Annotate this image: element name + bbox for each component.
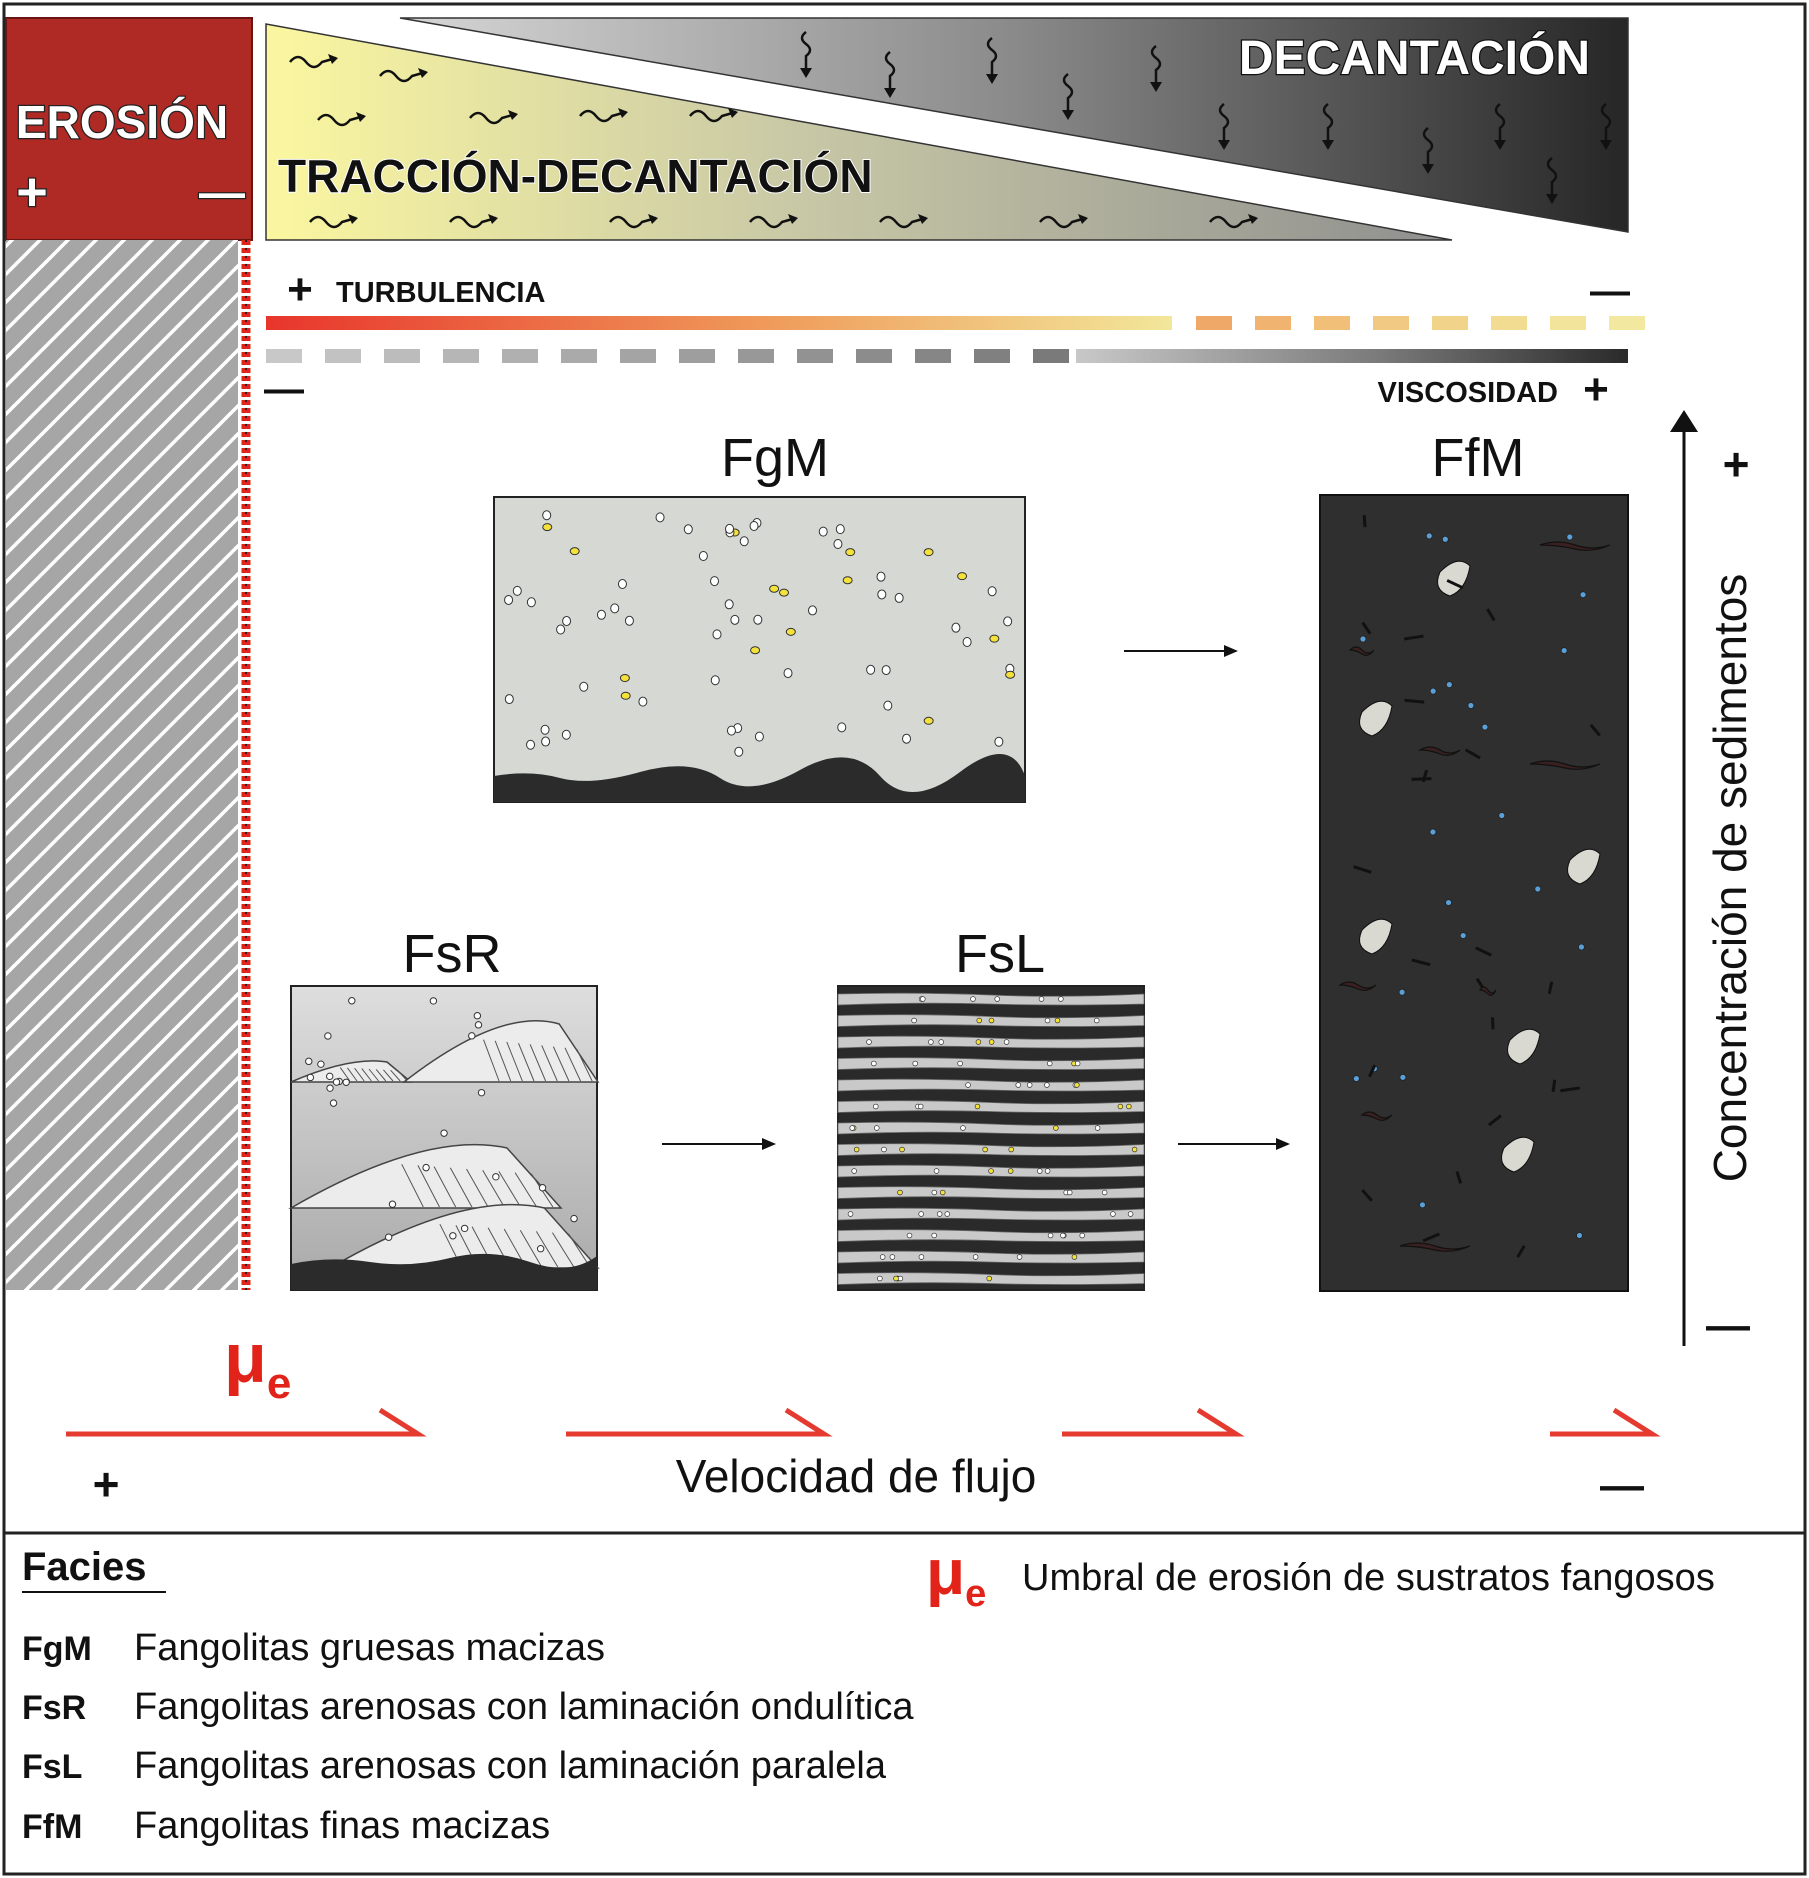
facies-title-ffm: FfM bbox=[1432, 428, 1525, 488]
facies-title-fsl: FsL bbox=[955, 924, 1045, 984]
turbulencia-dashes bbox=[1196, 316, 1645, 330]
erosion-box: EROSIÓN + — bbox=[5, 17, 253, 241]
legend-code-fsl: FsL bbox=[22, 1748, 82, 1786]
erosion-minus: — bbox=[199, 166, 245, 218]
traction-arrows bbox=[289, 54, 1258, 229]
viscosidad-plus: + bbox=[1583, 365, 1609, 414]
legend-threshold-text: Umbral de erosión de sustratos fangosos bbox=[1022, 1557, 1715, 1599]
legend-title: Facies bbox=[22, 1545, 147, 1589]
facies-panel-ffm bbox=[1319, 494, 1629, 1292]
velocidad-arrows bbox=[66, 1407, 1661, 1437]
traccion-decantacion-wedge bbox=[265, 23, 1453, 241]
concentracion-arrowhead bbox=[1670, 410, 1698, 432]
turbulencia-label: TURBULENCIA bbox=[336, 277, 545, 309]
facies-panel-fgm bbox=[493, 496, 1026, 803]
legend-desc-ffm: Fangolitas finas macizas bbox=[134, 1805, 550, 1847]
concentracion-plus: + bbox=[1723, 438, 1750, 490]
decantacion-label: DECANTACIÓN bbox=[1239, 30, 1590, 85]
viscosidad-dashes bbox=[266, 349, 1069, 363]
legend-code-fgm: FgM bbox=[22, 1630, 92, 1668]
facies-title-fsr: FsR bbox=[403, 924, 502, 984]
concentracion-label: Concentración de sedimentos bbox=[1704, 574, 1756, 1183]
turbulencia-minus: — bbox=[1590, 269, 1630, 313]
turbulencia-plus: + bbox=[287, 265, 313, 314]
facies-title-fgm: FgM bbox=[721, 428, 829, 488]
legend-desc-fsr: Fangolitas arenosas con laminación ondul… bbox=[134, 1686, 914, 1728]
facies-panel-fsr bbox=[288, 985, 600, 1291]
threshold-symbol: μe bbox=[224, 1319, 291, 1408]
legend-threshold-symbol: μe bbox=[926, 1536, 986, 1615]
erosion-hatch-zone bbox=[6, 240, 238, 1290]
legend-desc-fgm: Fangolitas gruesas macizas bbox=[134, 1627, 605, 1669]
erosion-plus: + bbox=[16, 162, 48, 222]
legend-desc-fsl: Fangolitas arenosas con laminación paral… bbox=[134, 1745, 887, 1787]
velocidad-minus: — bbox=[1600, 1461, 1644, 1510]
velocidad-label: Velocidad de flujo bbox=[676, 1450, 1037, 1502]
viscosidad-label: VISCOSIDAD bbox=[1378, 377, 1558, 409]
viscosidad-minus: — bbox=[264, 367, 304, 411]
decantacion-wedge bbox=[399, 17, 1629, 233]
traccion-decantacion-label: TRACCIÓN-DECANTACIÓN bbox=[278, 150, 873, 202]
legend-code-fsr: FsR bbox=[22, 1689, 86, 1727]
facies-panel-fsl bbox=[837, 985, 1145, 1291]
velocidad-plus: + bbox=[93, 1458, 120, 1510]
legend-code-ffm: FfM bbox=[22, 1808, 82, 1846]
concentracion-minus: — bbox=[1706, 1301, 1750, 1350]
viscosidad-bar bbox=[1076, 349, 1628, 363]
erosion-label: EROSIÓN bbox=[16, 96, 228, 148]
settling-arrows bbox=[800, 31, 1612, 204]
turbulencia-bar bbox=[266, 316, 1172, 330]
